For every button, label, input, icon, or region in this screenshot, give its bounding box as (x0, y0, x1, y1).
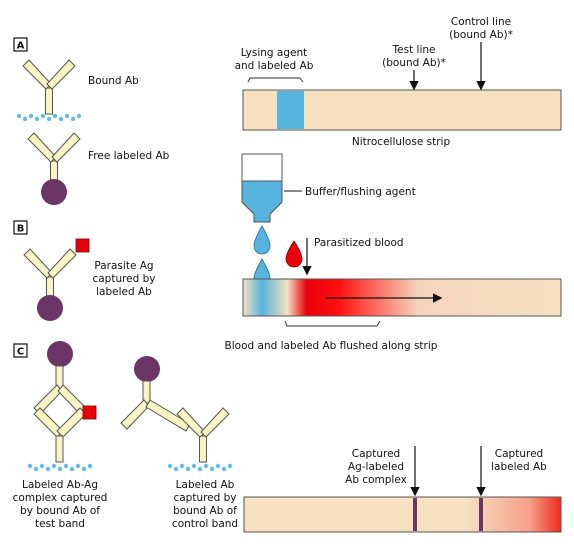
panel-b-badge: B (13, 220, 28, 235)
nitrocellulose-strip-c (243, 496, 562, 533)
captured-complex-label-3: Ab complex (345, 474, 407, 486)
antigen-labeled-antibody (23, 238, 90, 321)
nitrocellulose-strip-label: Nitrocellulose strip (352, 136, 451, 148)
control-band-complex (120, 356, 233, 472)
parasitized-blood-label: Parasitized blood (314, 237, 404, 249)
lysing-agent-bracket (247, 77, 304, 83)
parasite-ag-label-2: captured by (92, 273, 155, 285)
parasite-ag-label-3: labeled Ab (96, 286, 152, 298)
test-band (413, 498, 417, 531)
flow-bracket (284, 320, 381, 327)
free-labeled-antibody (27, 132, 81, 205)
captured-labeled-label-1: Captured (495, 448, 543, 460)
captured-labeled-label-2: labeled Ab (491, 461, 547, 473)
bound-antibody (16, 59, 82, 122)
svg-text:A: A (17, 41, 25, 52)
captured-complex-label-2: Ag-labeled (348, 461, 404, 473)
test-band-complex (27, 341, 97, 472)
buffer-label: Buffer/flushing agent (305, 186, 416, 198)
lysing-agent-label-2: and labeled Ab (235, 60, 314, 72)
panel-c-badge: C (13, 343, 28, 358)
blood-drop (285, 240, 303, 268)
test-line-label-1: Test line (392, 44, 436, 56)
parasite-ag-label-1: Parasite Ag (94, 260, 153, 272)
complex-test-label-3: by bound Ab of (20, 505, 100, 517)
captured-complex-label-1: Captured (352, 448, 400, 460)
flushed-label: Blood and labeled Ab flushed along strip (225, 340, 438, 352)
complex-test-label-2: complex captured (13, 492, 108, 504)
lysing-agent-pad (277, 91, 304, 129)
complex-control-label-4: control band (172, 518, 238, 530)
complex-control-label-1: Labeled Ab (176, 479, 235, 491)
buffer-drop-1 (253, 225, 271, 255)
complex-test-label-4: test band (35, 518, 85, 530)
control-line-label-1: Control line (451, 16, 511, 28)
control-line-label-2: (bound Ab)* (449, 29, 513, 41)
complex-test-label-1: Labeled Ab-Ag (22, 479, 98, 491)
panel-a-badge: A (13, 37, 28, 52)
svg-text:B: B (17, 224, 25, 235)
bound-ab-label: Bound Ab (88, 75, 139, 87)
lysing-agent-label-1: Lysing agent (241, 47, 307, 59)
test-line-label-2: (bound Ab)* (382, 57, 446, 69)
free-labeled-ab-label: Free labeled Ab (88, 150, 170, 162)
svg-text:C: C (17, 347, 24, 358)
buffer-dispenser (241, 153, 283, 223)
complex-control-label-3: bound Ab of (173, 505, 237, 517)
complex-control-label-2: captured by (173, 492, 236, 504)
control-band (479, 498, 483, 531)
